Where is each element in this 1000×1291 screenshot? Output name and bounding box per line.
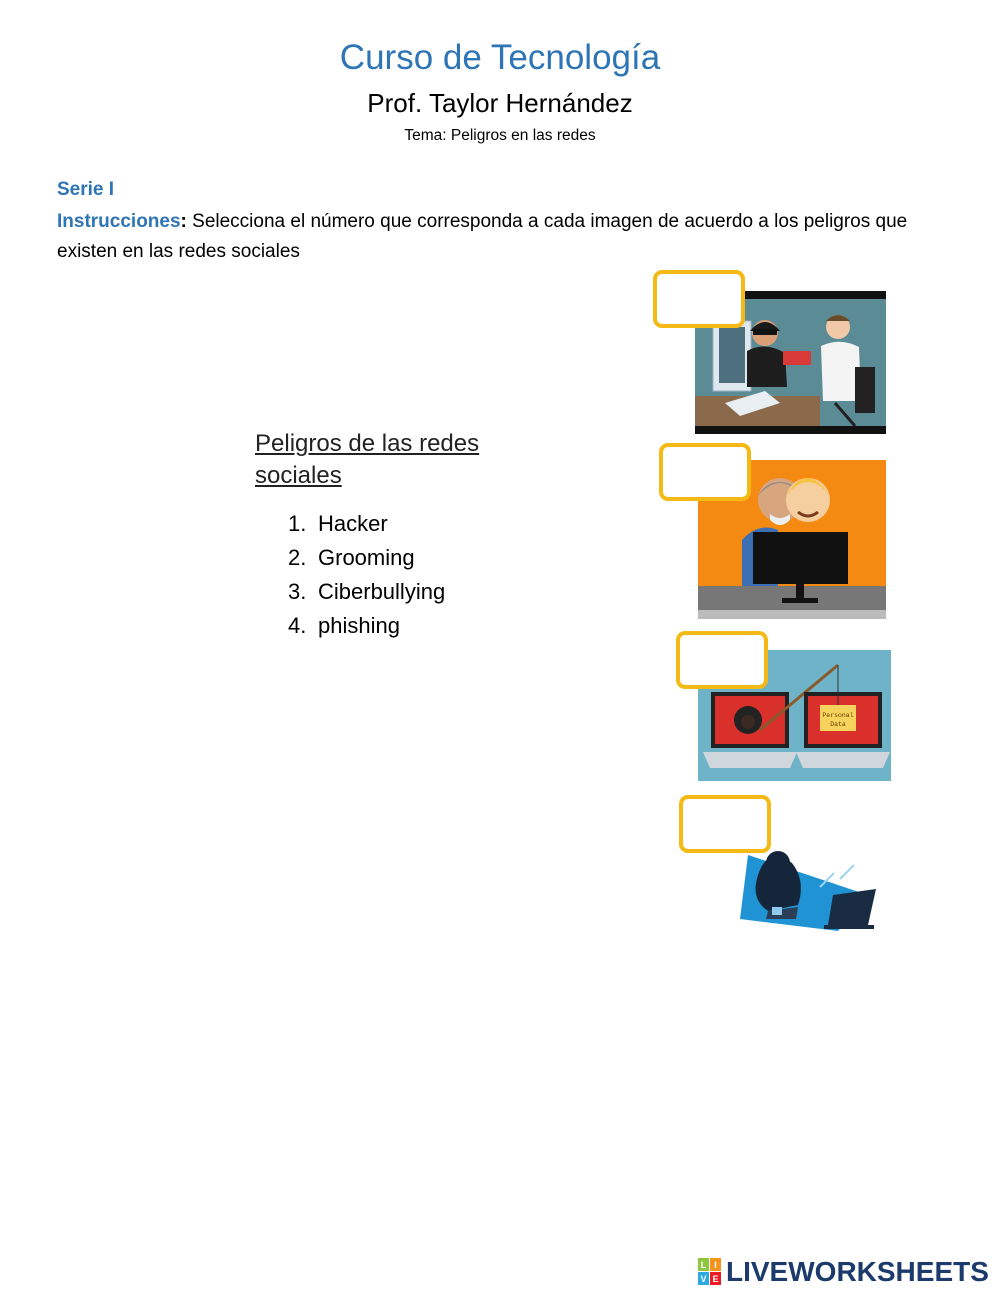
instructions: Instrucciones: Selecciona el número que … — [57, 207, 947, 267]
list-number: 4. — [288, 613, 307, 638]
answer-box-3[interactable] — [676, 631, 768, 689]
brand-text: LIVEWORKSHEETS — [726, 1256, 989, 1287]
topic: Tema: Peligros en las redes — [404, 127, 596, 144]
answer-box-1[interactable] — [653, 270, 745, 328]
list-label: Hacker — [318, 511, 388, 536]
phishing-note-text: Personal — [822, 712, 853, 719]
answer-box-4[interactable] — [679, 795, 771, 853]
instructions-label: Instrucciones — [57, 211, 181, 232]
teacher-name: Prof. Taylor Hernández — [367, 88, 633, 118]
page-title: Curso de Tecnología — [339, 38, 661, 77]
instructions-colon: : — [180, 211, 187, 232]
svg-text:L: L — [701, 1260, 707, 1270]
list-number: 2. — [288, 545, 307, 570]
liveworksheets-logo: L I V E LIVEWORKSHEETS — [698, 1256, 989, 1288]
svg-text:E: E — [712, 1274, 718, 1284]
list-label: Ciberbullying — [318, 579, 446, 604]
answer-box-2[interactable] — [659, 443, 751, 501]
cyberbullying-illustration — [740, 851, 876, 931]
instructions-text: Selecciona el número que corresponda a c… — [57, 211, 908, 262]
list-item: 3. Ciberbullying — [288, 575, 445, 609]
svg-text:Data: Data — [830, 721, 846, 728]
list-number: 1. — [288, 511, 307, 536]
svg-text:I: I — [714, 1260, 717, 1270]
list-item: 2. Grooming — [288, 541, 445, 575]
grooming-illustration — [698, 460, 886, 619]
svg-text:V: V — [700, 1274, 706, 1284]
list-item: 4. phishing — [288, 609, 445, 643]
dangers-list: 1. Hacker 2. Grooming 3. Ciberbullying 4. ph… — [288, 507, 445, 643]
list-label: phishing — [318, 613, 400, 638]
dangers-heading: Peligros de las redes sociales — [255, 430, 480, 489]
list-number: 3. — [288, 579, 307, 604]
series-label: Serie I — [57, 179, 115, 200]
credit-card-theft-illustration — [695, 291, 886, 434]
liveworksheets-logo-icon: L I V E — [698, 1258, 721, 1285]
list-label: Grooming — [318, 545, 415, 570]
list-item: 1. Hacker — [288, 507, 445, 541]
